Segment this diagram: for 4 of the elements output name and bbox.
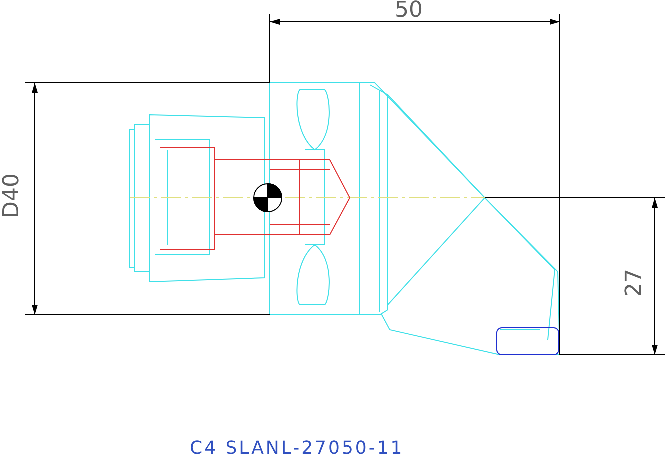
dimension-label: D40	[1, 174, 24, 218]
part-designation: C4 SLANL-27050-11	[190, 440, 404, 458]
dimension-label: 27	[624, 269, 646, 297]
dimension-label: 50	[395, 0, 423, 22]
